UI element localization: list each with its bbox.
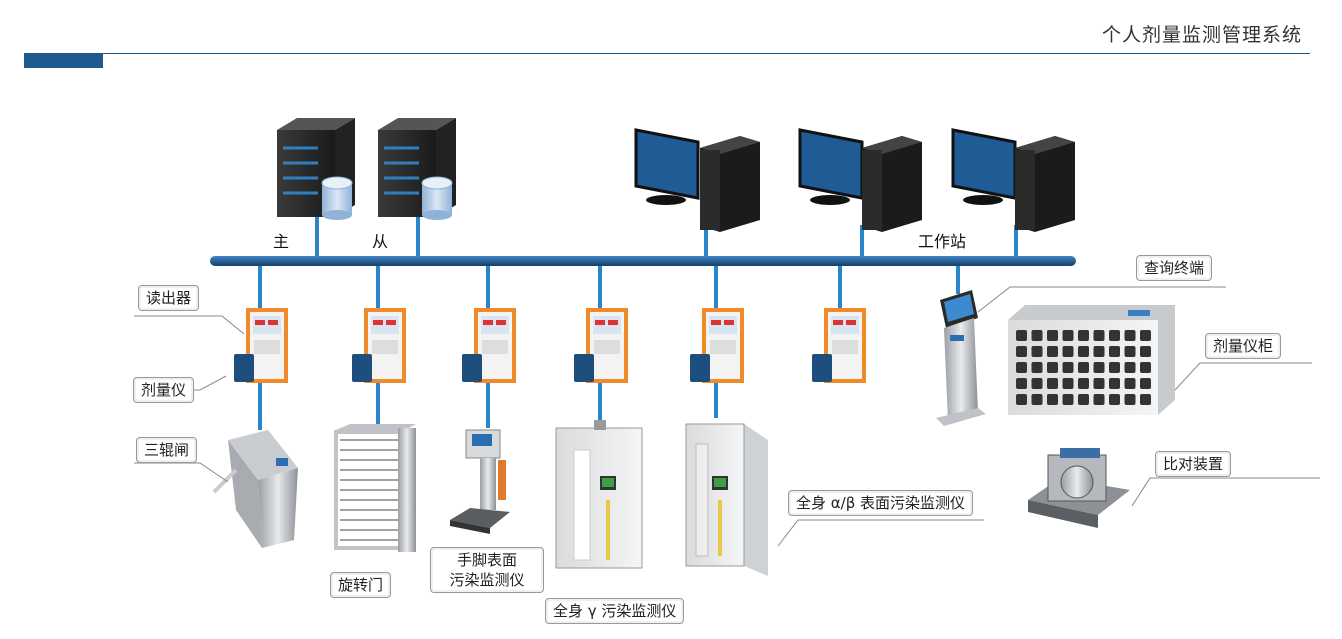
workstation-icon-3 xyxy=(951,128,1075,232)
slave-label: 从 xyxy=(372,232,389,251)
comparison-device-icon xyxy=(1028,448,1130,528)
workstation-icon-1 xyxy=(634,128,760,232)
master-server-icon xyxy=(277,118,355,220)
upper-links xyxy=(315,212,1018,260)
lower-links xyxy=(258,266,960,430)
header-divider xyxy=(24,53,1310,54)
page-title: 个人剂量监测管理系统 xyxy=(1101,24,1302,46)
query-terminal-label: 查询终端 xyxy=(1136,255,1213,281)
workstation-label: 工作站 xyxy=(918,232,967,251)
hand-foot-label-line2: 污染监测仪 xyxy=(449,571,525,589)
dosimeter-cabinet-label: 剂量仪柜 xyxy=(1205,333,1282,359)
reader-unit-icon-3 xyxy=(462,308,516,383)
dosimeter-label: 剂量仪 xyxy=(133,377,195,403)
network-bus xyxy=(210,256,1076,266)
tripod-gate-icon xyxy=(212,430,298,548)
slave-server-icon xyxy=(378,118,456,220)
reader-unit-icon-6 xyxy=(812,308,866,383)
reader-unit-icon-5 xyxy=(690,308,744,383)
hand-foot-label-line1: 手脚表面 xyxy=(456,551,517,569)
master-label: 主 xyxy=(273,232,290,251)
hand-foot-label: 手脚表面 污染监测仪 xyxy=(430,547,544,593)
reader-label: 读出器 xyxy=(138,285,200,311)
turnstile-icon xyxy=(334,424,416,552)
reader-unit-icon-4 xyxy=(574,308,628,383)
comparison-device-label: 比对装置 xyxy=(1155,451,1232,477)
workstation-icon-2 xyxy=(798,128,922,232)
alpha-beta-monitor-icon xyxy=(685,423,768,576)
header-accent-bar xyxy=(24,53,103,68)
dosimeter-cabinet-icon xyxy=(1008,305,1175,415)
reader-unit-icon-2 xyxy=(352,308,406,383)
turnstile-label: 旋转门 xyxy=(330,572,392,598)
tripod-gate-label: 三辊闸 xyxy=(136,437,198,463)
gamma-monitor-label: 全身 γ 污染监测仪 xyxy=(545,598,685,624)
reader-unit-icon-1 xyxy=(234,308,288,383)
alpha-beta-monitor-label: 全身 α/β 表面污染监测仪 xyxy=(788,490,974,516)
hand-foot-monitor-icon xyxy=(450,429,510,534)
gamma-monitor-icon xyxy=(555,420,643,569)
query-terminal-icon xyxy=(936,290,986,426)
